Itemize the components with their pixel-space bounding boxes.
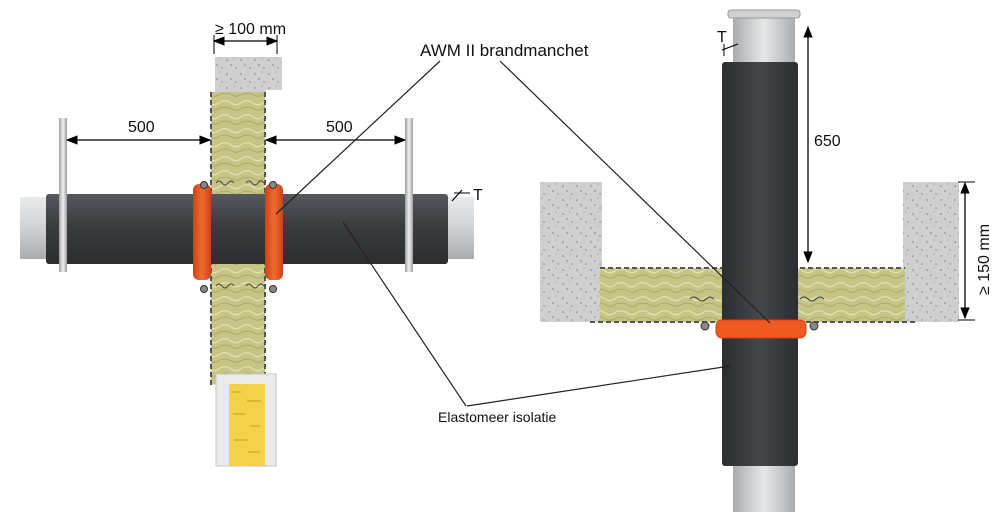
- hanger-rod-left: [59, 118, 67, 272]
- floor-collar: [700, 319, 819, 339]
- leader-insulation-horizontal: [342, 221, 467, 407]
- label-product-name: AWM II brandmanchet: [420, 41, 589, 60]
- wall-concrete-top: [215, 57, 282, 97]
- pipe-end-top: [733, 14, 795, 64]
- floor-concrete-left: [540, 182, 602, 322]
- label-thickness-right: T: [717, 29, 727, 46]
- dim-thickness-right-tick: [721, 43, 739, 51]
- leader-lines: [275, 60, 771, 407]
- dim-thickness-left-tick: [451, 189, 463, 202]
- pipe-end-right: [446, 197, 474, 259]
- pipe-end-left: [20, 197, 50, 259]
- pipe-top-clamp: [727, 9, 801, 19]
- wall-yellow-core: [229, 384, 265, 466]
- hanger-rods: [59, 118, 413, 272]
- label-insulation-name: Elastomeer isolatie: [438, 409, 557, 425]
- fire-collar-floor: [715, 319, 807, 339]
- fire-collar-wall-right: [265, 184, 283, 280]
- wall-collars: [193, 180, 283, 293]
- floor-concrete-right: [903, 182, 959, 322]
- fire-collar-wall-left: [193, 184, 211, 280]
- label-distance-left: 500: [128, 119, 155, 136]
- horizontal-pipe: [20, 194, 474, 264]
- right-dimensions: [721, 25, 975, 321]
- elastomer-insulation-vertical: [722, 62, 798, 466]
- hanger-rod-right: [405, 118, 413, 272]
- label-wall-thickness: ≥ 100 mm: [215, 21, 287, 38]
- label-length-vertical: 650: [814, 133, 841, 150]
- elastomer-insulation-horizontal: [46, 194, 448, 264]
- left-dimensions: [65, 35, 470, 202]
- leader-collar-floor: [499, 60, 771, 324]
- leader-collar-wall: [275, 60, 441, 215]
- pipe-end-bottom: [733, 462, 795, 512]
- label-thickness-left: T: [473, 187, 483, 204]
- label-distance-right: 500: [326, 119, 353, 136]
- vertical-pipe: [722, 9, 801, 512]
- label-floor-thickness: ≥ 150 mm: [976, 223, 993, 295]
- leader-insulation-vertical: [466, 365, 731, 407]
